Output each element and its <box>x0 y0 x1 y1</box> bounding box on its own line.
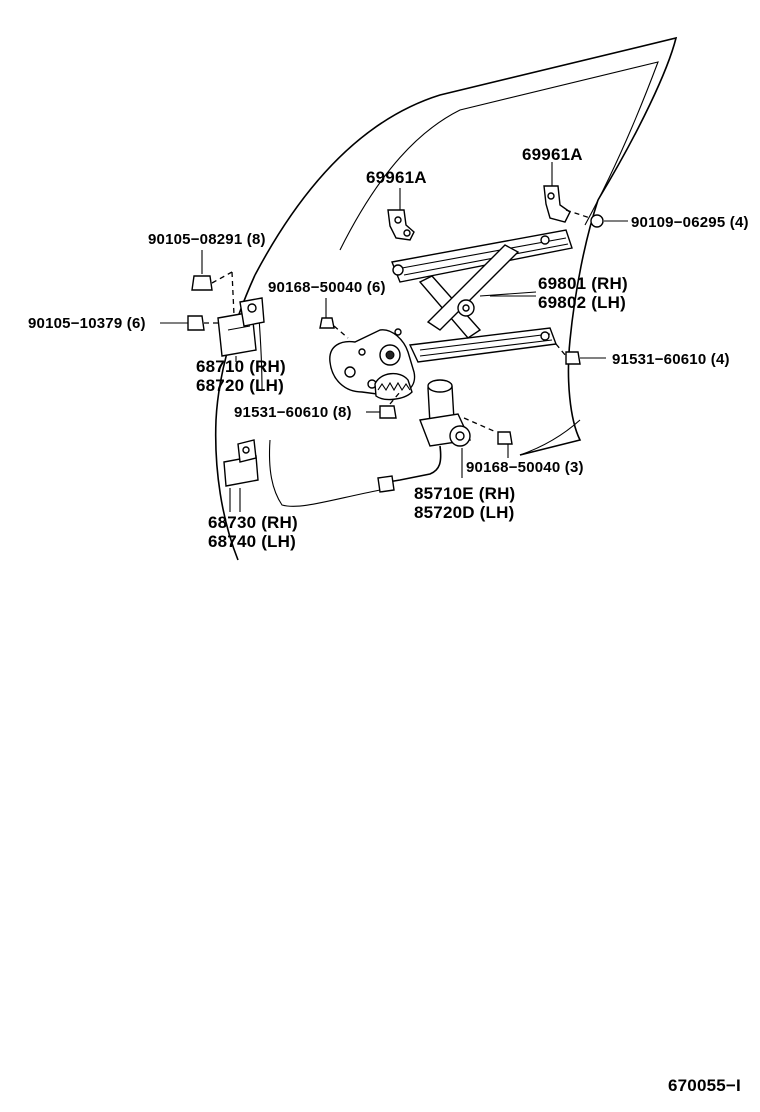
label-motor: 85710E (RH) 85720D (LH) <box>414 484 515 522</box>
label-91531-60610-8: 91531−60610 (8) <box>234 404 352 421</box>
bolt-90168-50040-6 <box>319 298 349 339</box>
bolt-90105-08291 <box>191 250 235 316</box>
label-85710e-rh: 85710E (RH) <box>414 484 516 503</box>
figure-number: 670055−I <box>668 1076 741 1095</box>
label-69961a-right: 69961A <box>522 145 583 164</box>
label-hinge-upper: 68710 (RH) 68720 (LH) <box>196 357 286 395</box>
window-regulator <box>329 229 573 401</box>
label-91531-60610-4: 91531−60610 (4) <box>612 351 730 368</box>
label-68740-lh: 68740 (LH) <box>208 532 296 551</box>
label-90105-10379: 90105−10379 (6) <box>28 315 146 332</box>
hinge-lower <box>223 439 259 512</box>
hinge-upper <box>217 297 265 362</box>
label-69802-lh: 69802 (LH) <box>538 293 626 312</box>
label-90109-06295: 90109−06295 (4) <box>631 214 749 231</box>
window-motor <box>377 379 497 493</box>
label-90105-08291: 90105−08291 (8) <box>148 231 266 248</box>
bolt-90168-50040-3 <box>497 431 513 458</box>
bolt-91531-60610-4 <box>555 343 606 365</box>
bracket-69961a-left <box>387 188 415 241</box>
label-regulator: 69801 (RH) 69802 (LH) <box>538 274 628 312</box>
bolt-90109-06295 <box>590 214 628 228</box>
label-68710-rh: 68710 (RH) <box>196 357 286 376</box>
label-90168-50040-6: 90168−50040 (6) <box>268 279 386 296</box>
bolt-91531-60610-8 <box>366 391 401 419</box>
leader-lines <box>490 295 581 456</box>
label-69801-rh: 69801 (RH) <box>538 274 628 293</box>
bracket-69961a-right <box>543 162 591 223</box>
label-hinge-lower: 68730 (RH) 68740 (LH) <box>208 513 298 551</box>
bolt-90105-10379 <box>160 315 220 331</box>
label-85720d-lh: 85720D (LH) <box>414 503 515 522</box>
label-68730-rh: 68730 (RH) <box>208 513 298 532</box>
label-90168-50040-3: 90168−50040 (3) <box>466 459 584 476</box>
label-69961a-left: 69961A <box>366 168 427 187</box>
label-68720-lh: 68720 (LH) <box>196 376 284 395</box>
